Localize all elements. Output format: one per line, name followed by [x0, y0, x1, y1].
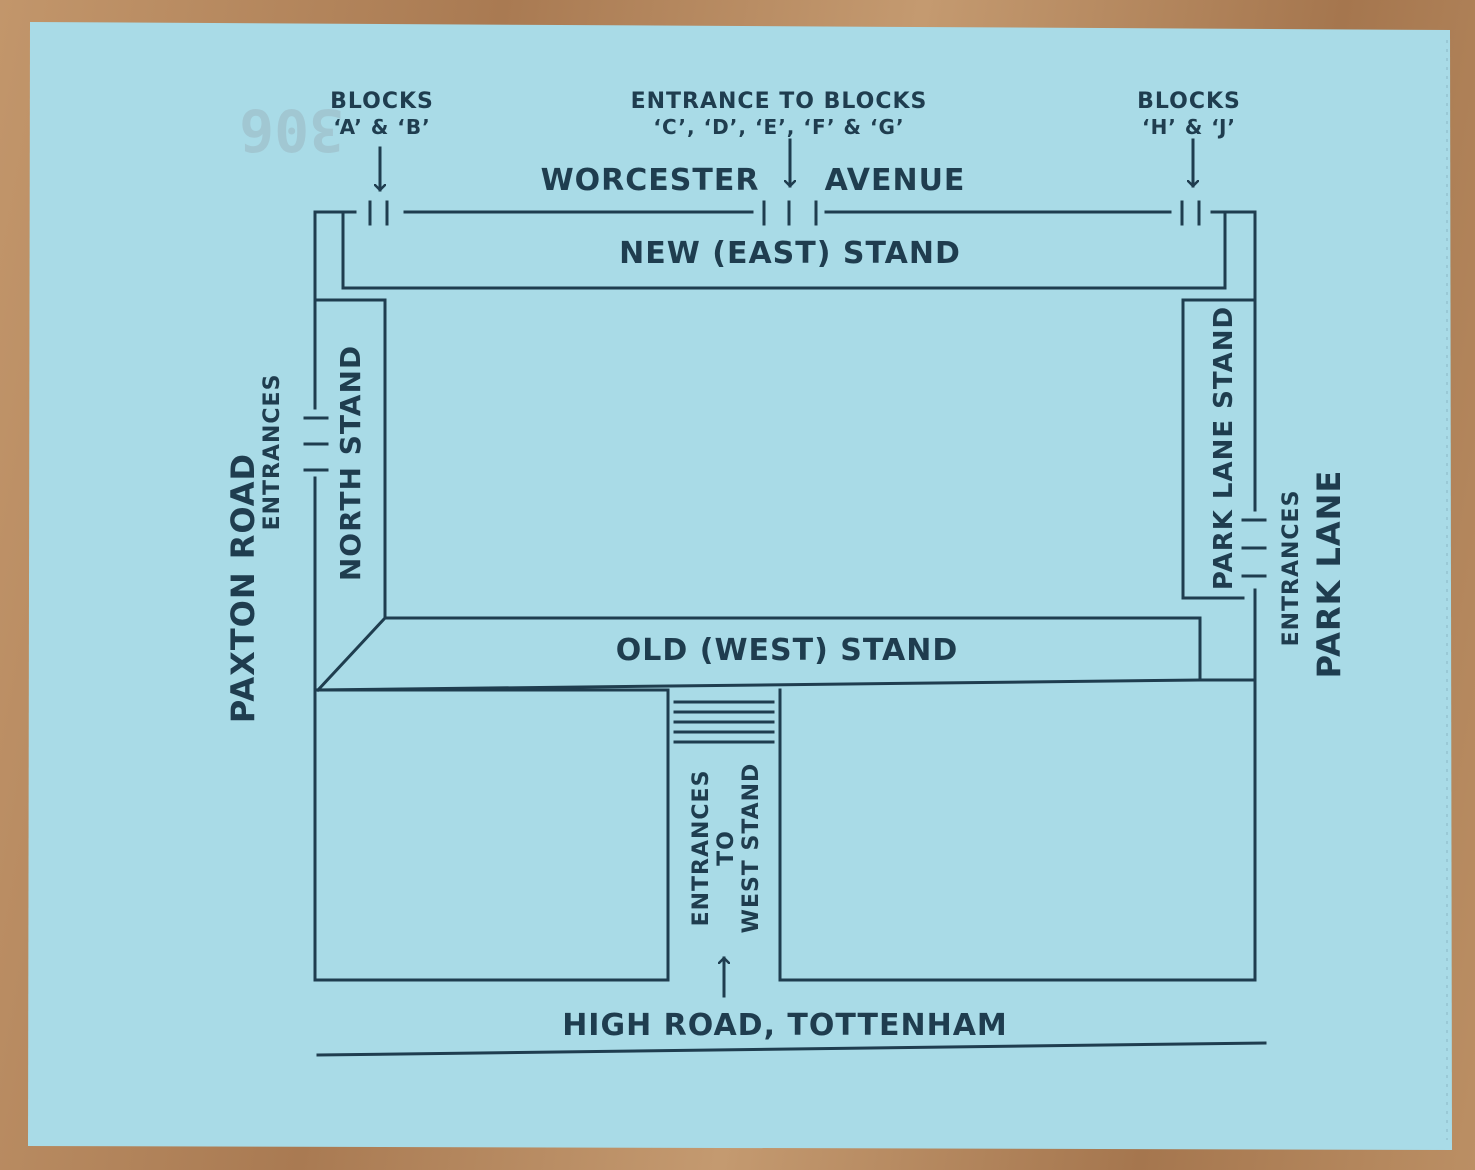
blocks-hj-letters: ‘H’ & ‘J’ [1142, 115, 1236, 139]
gate-blocks-hj [1180, 200, 1201, 226]
paxton-road-label: PAXTON ROAD [224, 453, 262, 723]
high-road-label: HIGH ROAD, TOTTENHAM [562, 1008, 1008, 1043]
street-avenue: AVENUE [825, 163, 966, 198]
west-entrance-label-3: WEST STAND [739, 763, 764, 934]
east-stand-outline [313, 210, 1257, 620]
west-entrance-steps [673, 700, 775, 744]
west-stand-outline [313, 615, 1257, 693]
park-lane-entrances-label: ENTRANCES [1279, 490, 1304, 647]
west-stand-label: OLD (WEST) STAND [616, 633, 958, 668]
north-stand-label: NORTH STAND [334, 345, 367, 581]
east-stand-label: NEW (EAST) STAND [619, 236, 961, 271]
north-stand-outline [303, 298, 670, 982]
paxton-entrances-label: ENTRANCES [260, 374, 285, 531]
west-entrance-label-2: TO [714, 830, 739, 866]
street-worcester: WORCESTER [541, 163, 760, 198]
gate-blocks-ab [368, 200, 389, 226]
high-road-line [316, 1041, 1267, 1057]
blocks-hj-label: BLOCKS [1137, 89, 1241, 114]
bleed-through-number: 306 [239, 96, 344, 164]
park-lane-stand-outline [778, 298, 1267, 982]
entrance-cg-label: ENTRANCE TO BLOCKS [631, 89, 928, 114]
west-entrance-label-1: ENTRANCES [689, 770, 714, 927]
gate-blocks-cg [762, 200, 818, 226]
blocks-ab-label: BLOCKS [330, 89, 434, 114]
entrance-cg-letters: ‘C’, ‘D’, ‘E’, ‘F’ & ‘G’ [653, 115, 904, 139]
park-lane-label: PARK LANE [1310, 470, 1348, 679]
blocks-ab-letters: ‘A’ & ‘B’ [333, 115, 430, 139]
park-lane-stand-label: PARK LANE STAND [1209, 306, 1239, 590]
